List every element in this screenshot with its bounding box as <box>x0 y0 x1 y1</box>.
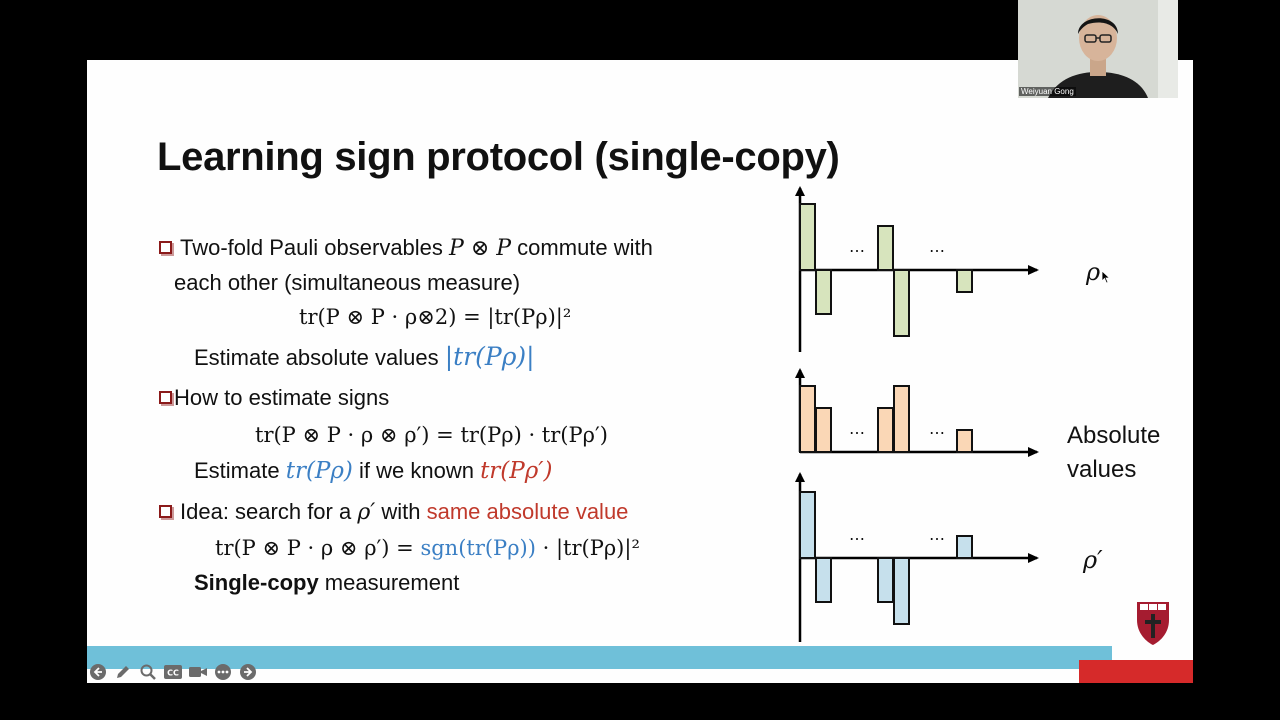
chart-1-bar <box>815 407 832 453</box>
zoom-icon[interactable] <box>138 662 158 682</box>
bullet-1-text-a: Two-fold Pauli observables <box>180 235 450 260</box>
chart-1-y-arrow <box>795 368 805 378</box>
webcam-thumbnail[interactable]: Weiyuan Gong <box>1018 0 1178 98</box>
single-copy-line: Single-copy measurement <box>194 570 459 596</box>
formula-b: · |tr(Pρ)|² <box>535 536 640 560</box>
single-copy-rest: measurement <box>318 570 460 595</box>
estimate-text: Estimate absolute values <box>194 345 445 370</box>
bullet-1-text-b: commute with <box>511 235 653 260</box>
slide: Learning sign protocol (single-copy) Two… <box>87 60 1193 683</box>
bullet-3-math: ρ′ <box>357 500 376 525</box>
chart-0-bar <box>893 269 910 337</box>
presentation-controls: CC <box>88 660 258 684</box>
bullet-1: Two-fold Pauli observables P ⊗ P commute… <box>159 235 653 261</box>
svg-text:CC: CC <box>167 669 179 678</box>
single-copy-bold: Single-copy <box>194 570 319 595</box>
estimate-math-1: tr(Pρ) <box>285 458 353 484</box>
bullet-2-formula: tr(P ⊗ P · ρ ⊗ ρ′) = tr(Pρ) · tr(Pρ′) <box>255 423 608 447</box>
bullet-2: How to estimate signs <box>159 385 389 411</box>
chart-1-ellipsis: … <box>929 419 945 438</box>
chart-2-ellipsis: … <box>929 525 945 544</box>
absolute-values-line2: values <box>1067 456 1137 483</box>
chart-0-bar <box>956 269 973 293</box>
chart-1-bar <box>877 407 894 453</box>
bullet-1-line-2: each other (simultaneous measure) <box>174 270 521 295</box>
harvard-shield-logo <box>1137 602 1169 645</box>
estimate-a: Estimate <box>194 458 286 483</box>
camera-icon[interactable] <box>188 662 208 682</box>
checkbox-bullet-icon <box>159 391 172 404</box>
participant-video <box>1018 0 1178 98</box>
more-icon[interactable] <box>213 662 233 682</box>
chart-2-bar <box>799 491 816 559</box>
chart-1-bar <box>893 385 910 453</box>
cc-icon[interactable]: CC <box>163 662 183 682</box>
back-icon[interactable] <box>88 662 108 682</box>
bullet-1-math: P ⊗ P <box>449 236 512 261</box>
checkbox-bullet-icon <box>159 505 172 518</box>
mouse-cursor-icon <box>1101 270 1111 284</box>
chart-0-x-arrow <box>1028 265 1039 275</box>
chart-0-ellipsis: … <box>849 237 865 256</box>
chart-1-x-arrow <box>1028 447 1039 457</box>
formula-sgn: sgn(tr(Pρ)) <box>420 536 536 560</box>
bullet-1-formula: tr(P ⊗ P · ρ⊗2) = |tr(Pρ)|² <box>299 305 572 329</box>
chart-2-y-arrow <box>795 472 805 482</box>
chart-0-bar <box>877 225 894 271</box>
pen-icon[interactable] <box>113 662 133 682</box>
participant-name: Weiyuan Gong <box>1019 87 1076 96</box>
chart-0-bar <box>799 203 816 271</box>
bullet-3-formula: tr(P ⊗ P · ρ ⊗ ρ′) = sgn(tr(Pρ)) · |tr(P… <box>215 536 640 560</box>
bullet-1-estimate: Estimate absolute values |tr(Pρ)| <box>194 342 535 371</box>
estimate-abs-math: |tr(Pρ)| <box>444 342 535 371</box>
bullet-2-estimate: Estimate tr(Pρ) if we known tr(Pρ′) <box>194 458 552 484</box>
bullet-3: Idea: search for a ρ′ with same absolute… <box>159 499 628 525</box>
checkbox-bullet-icon <box>159 241 172 254</box>
footer-bar-red <box>1079 660 1193 683</box>
estimate-b: if we known <box>352 458 481 483</box>
rho-label: ρ <box>1086 258 1101 286</box>
bullet-2-text: How to estimate signs <box>174 385 390 410</box>
bar-charts: … … … … … … <box>795 186 1039 642</box>
chart-1-ellipsis: … <box>849 419 865 438</box>
chart-1-bar <box>956 429 973 453</box>
bullet-3-text-b: with <box>375 499 427 524</box>
bullet-3-text-a: Idea: search for a <box>180 499 358 524</box>
slide-title: Learning sign protocol (single-copy) <box>157 135 840 179</box>
formula-a: tr(P ⊗ P · ρ ⊗ ρ′) = <box>215 536 421 560</box>
chart-2-bar <box>877 557 894 603</box>
chart-0-ellipsis: … <box>929 237 945 256</box>
chart-1-bar <box>799 385 816 453</box>
footer-bar-blue <box>87 646 1112 669</box>
chart-2-bar <box>815 557 832 603</box>
chart-2-bar <box>893 557 910 625</box>
forward-icon[interactable] <box>238 662 258 682</box>
bullet-3-highlight: same absolute value <box>426 499 629 524</box>
chart-0-bar <box>815 269 832 315</box>
chart-2-x-arrow <box>1028 553 1039 563</box>
estimate-math-2: tr(Pρ′) <box>480 458 553 484</box>
chart-0-y-arrow <box>795 186 805 196</box>
chart-2-bar <box>956 535 973 559</box>
chart-2-ellipsis: … <box>849 525 865 544</box>
absolute-values-line1: Absolute <box>1067 422 1161 449</box>
rho-prime-label: ρ′ <box>1083 546 1103 574</box>
absolute-values-label: Absolute values <box>1067 419 1160 487</box>
